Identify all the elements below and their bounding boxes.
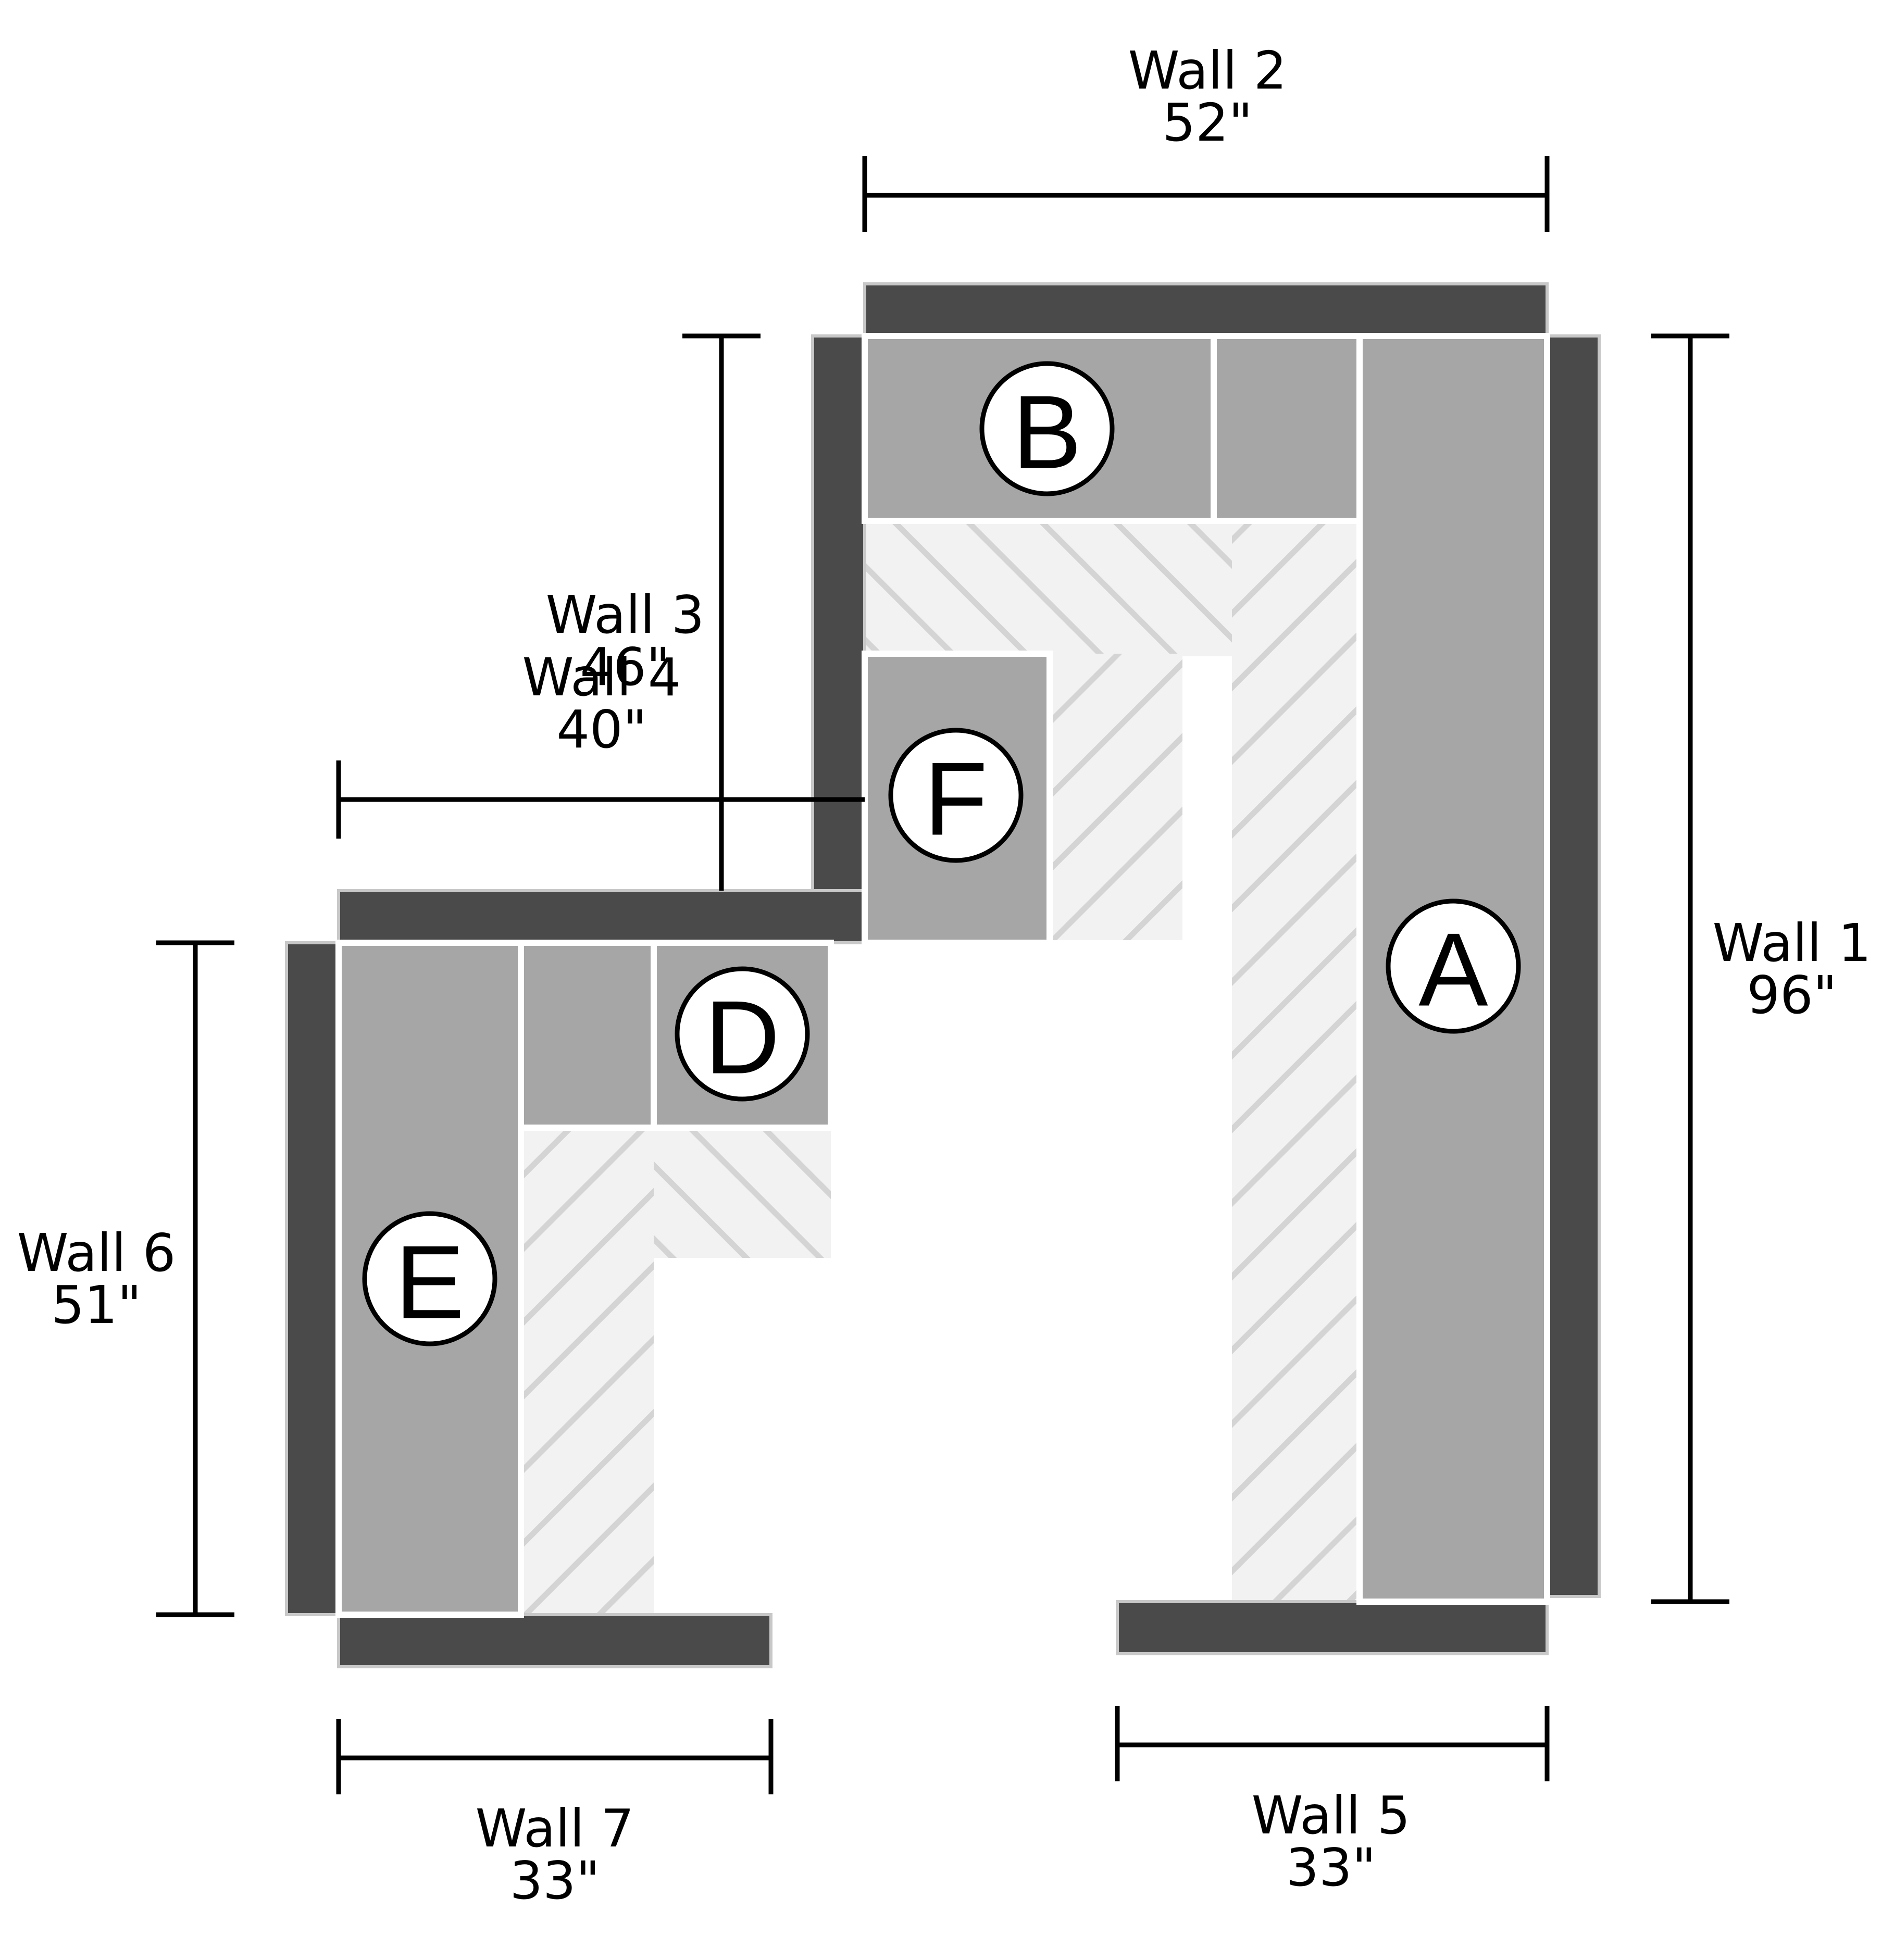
wall-7-bar	[337, 1613, 772, 1668]
wall-5-length: 33"	[1286, 1837, 1376, 1898]
dimension-lines	[156, 156, 1729, 1794]
wall-5-name: Wall 5	[1252, 1785, 1411, 1846]
dimension-wall-2	[862, 156, 1550, 232]
counter-corner-d	[654, 1128, 831, 1258]
wall-7-name: Wall 7	[476, 1798, 634, 1859]
section-label-a: A	[1418, 912, 1488, 1028]
section-label-d: D	[705, 980, 780, 1096]
cabinet-b-corner[interactable]	[1211, 333, 1363, 524]
wall-1-length: 96"	[1747, 965, 1837, 1026]
cabinet-d-corner[interactable]	[518, 940, 657, 1131]
section-marker-d[interactable]: D	[675, 966, 810, 1102]
wall-2-name: Wall 2	[1128, 40, 1287, 101]
section-label-f: F	[924, 741, 988, 857]
section-marker-b[interactable]: B	[979, 361, 1115, 496]
wall-4-name: Wall 4	[522, 647, 681, 708]
dimension-wall-7	[336, 1719, 774, 1794]
section-label-b: B	[1012, 374, 1081, 491]
dimension-wall-4	[336, 760, 865, 839]
section-label-e: E	[395, 1225, 464, 1341]
wall-4-length: 40"	[556, 699, 646, 760]
wall-7-length: 33"	[509, 1850, 600, 1911]
section-marker-f[interactable]: F	[888, 728, 1024, 863]
wall-3-length: 46"	[580, 636, 670, 697]
counter-strip-a	[1232, 654, 1357, 1609]
wall-6-bar	[285, 941, 340, 1616]
wall-3-name: Wall 3	[546, 584, 705, 645]
wall-4-bar	[337, 889, 866, 944]
counter-strip-e	[524, 1128, 654, 1615]
countertop-areas	[524, 521, 1357, 1615]
wall-2-length: 52"	[1162, 92, 1252, 153]
wall-5-bar	[1116, 1600, 1549, 1655]
wall-1-bar	[1546, 334, 1601, 1598]
dimension-labels: Wall 2 52" Wall 1 96" Wall 3 46" Wall 4 …	[17, 40, 1872, 1911]
section-marker-e[interactable]: E	[362, 1211, 497, 1346]
counter-top-right	[1232, 521, 1357, 656]
wall-6-length: 51"	[51, 1275, 141, 1335]
section-marker-a[interactable]: A	[1386, 898, 1521, 1034]
counter-strip-f	[1050, 654, 1182, 940]
wall-6-name: Wall 6	[17, 1222, 176, 1283]
dimension-wall-5	[1115, 1706, 1550, 1781]
wall-3-bar	[811, 334, 866, 944]
wall-2-bar	[863, 282, 1549, 338]
wall-1-name: Wall 1	[1713, 913, 1872, 973]
section-markers: B A F D E	[362, 361, 1521, 1346]
dimension-wall-6	[156, 940, 234, 1617]
counter-top-left	[862, 521, 1232, 656]
dimension-wall-1	[1651, 333, 1729, 1604]
